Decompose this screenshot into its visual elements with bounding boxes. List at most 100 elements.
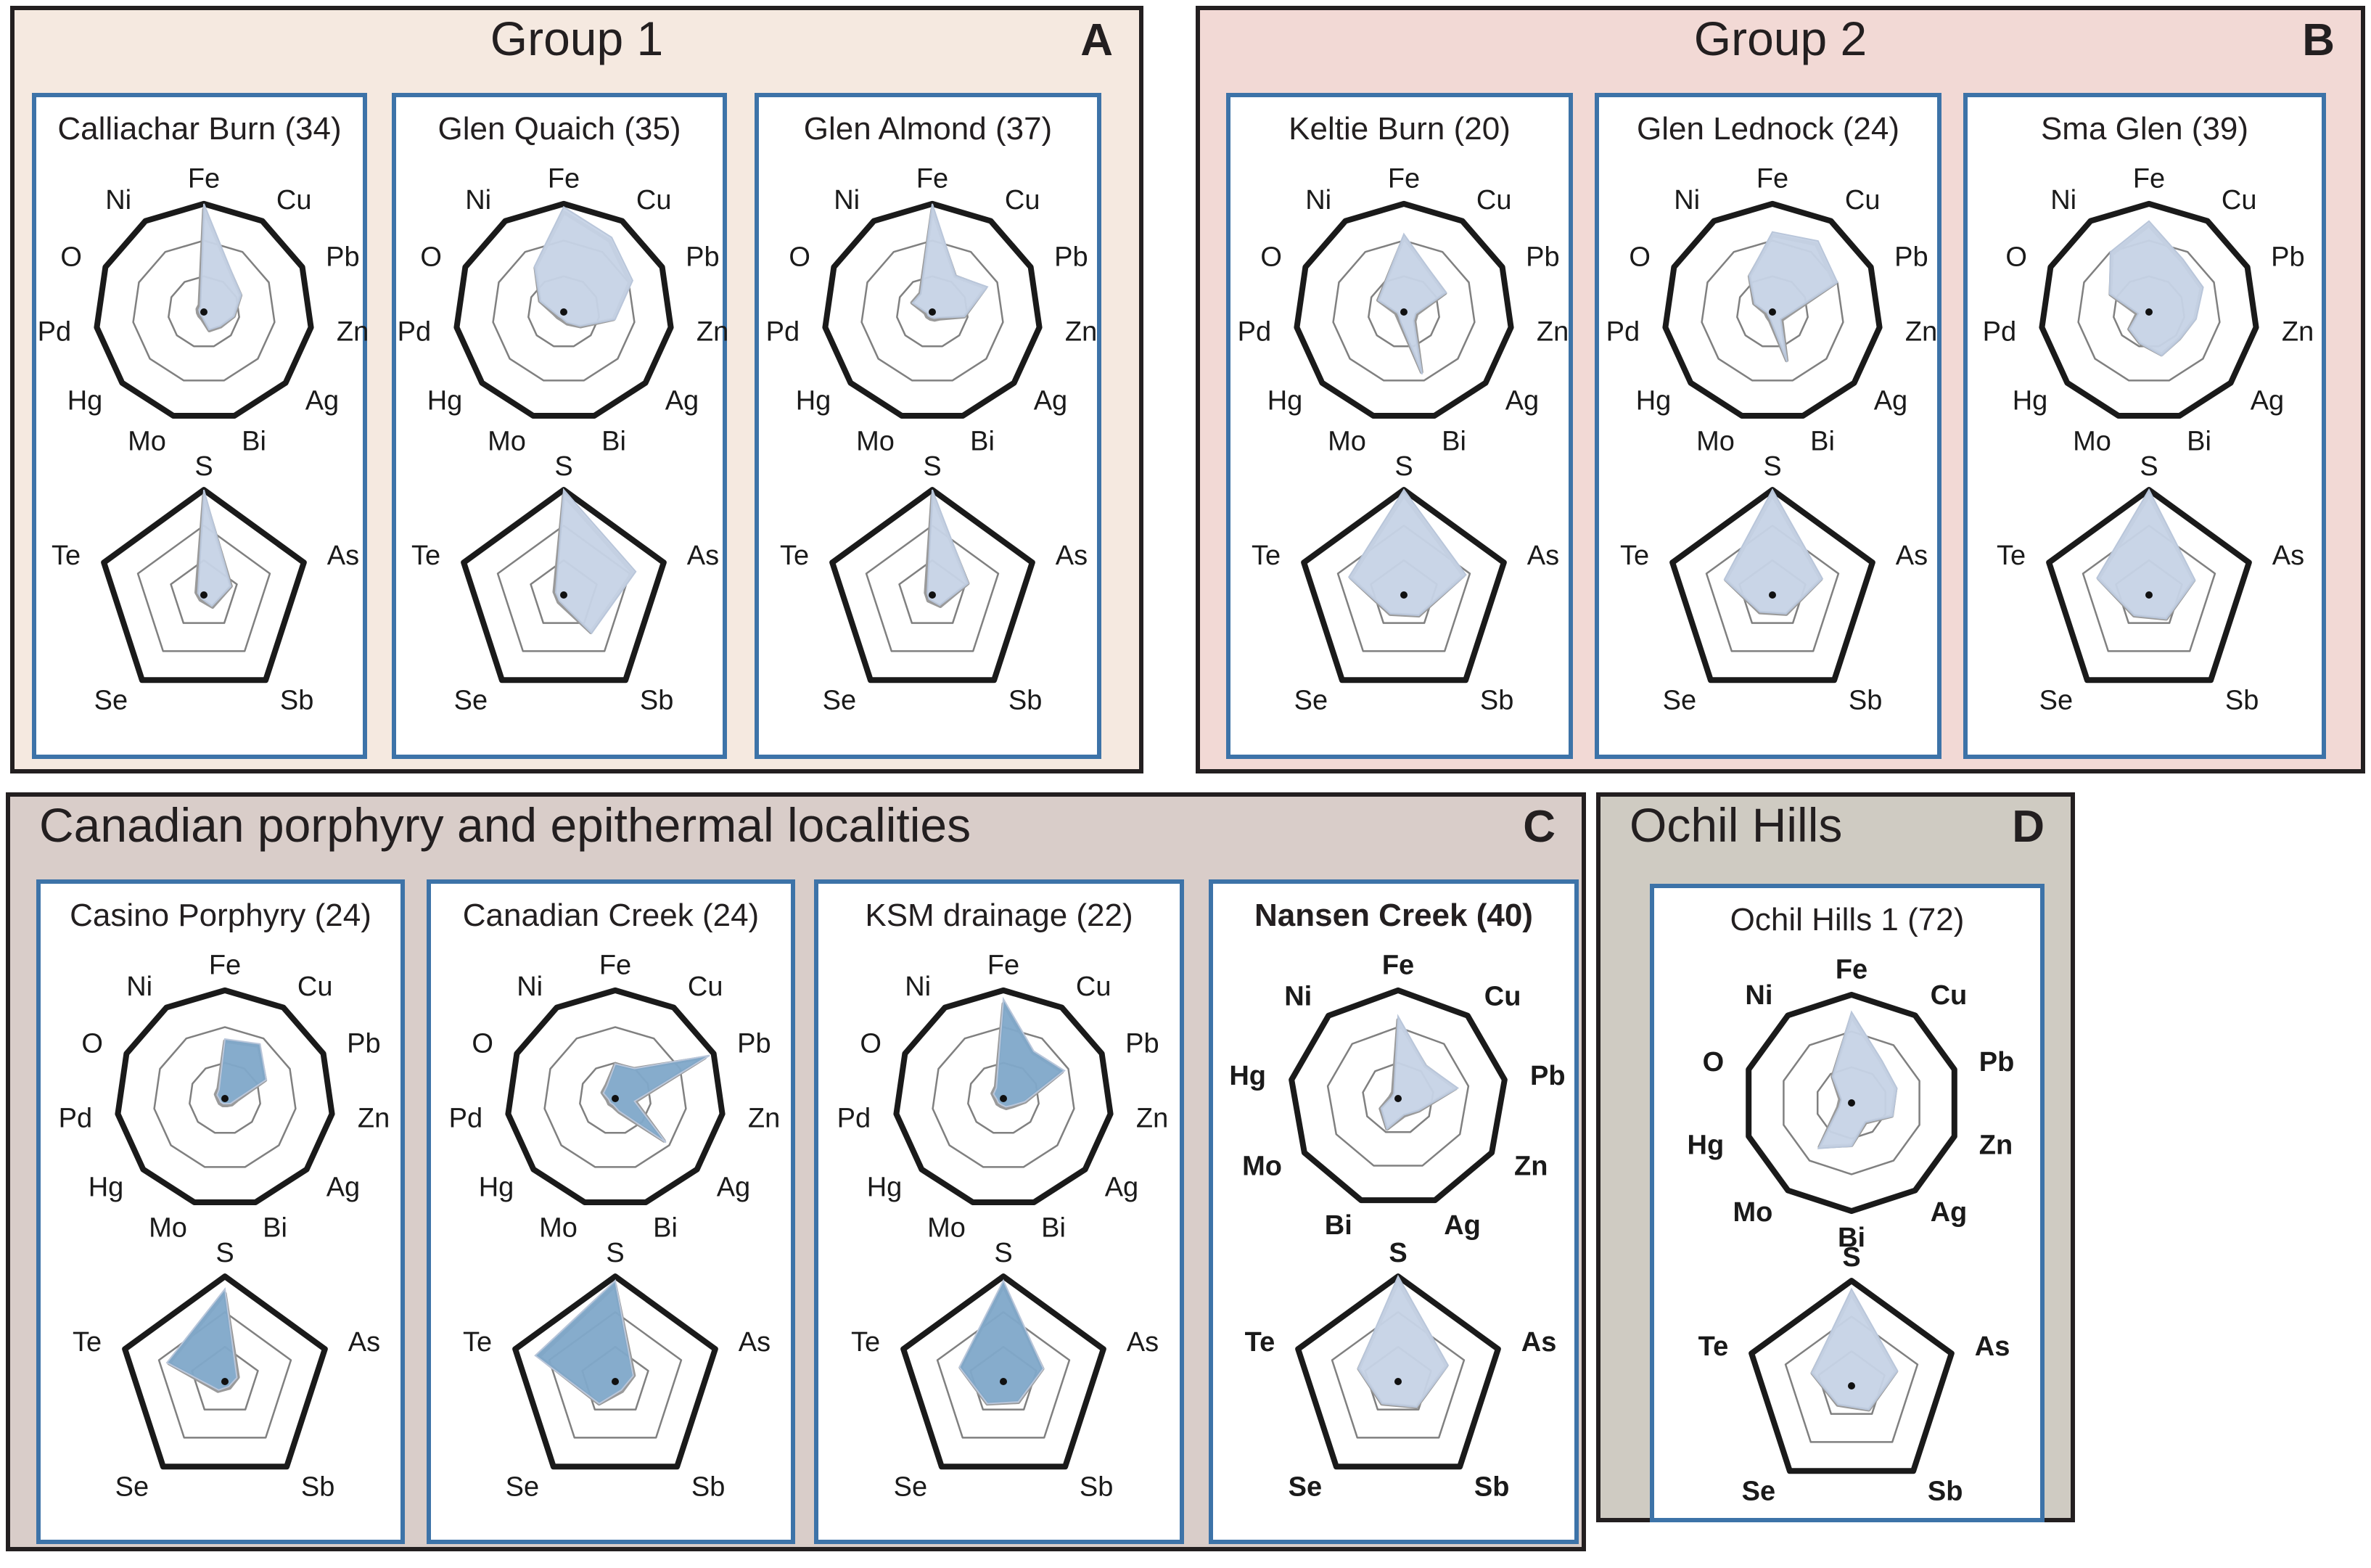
axis-label-te: Te xyxy=(1245,1327,1275,1358)
axis-label-bi: Bi xyxy=(1041,1213,1066,1244)
axis-label-ag: Ag xyxy=(1874,385,1907,416)
axis-label-s: S xyxy=(1389,1238,1407,1268)
axis-label-bi: Bi xyxy=(970,427,995,457)
axis-label-pb: Pb xyxy=(1979,1047,2015,1078)
axis-label-pd: Pd xyxy=(59,1104,92,1134)
axis-label-hg: Hg xyxy=(796,385,831,416)
axis-label-te: Te xyxy=(463,1327,492,1358)
axis-label-as: As xyxy=(2272,541,2304,571)
axis-label-cu: Cu xyxy=(1931,980,1968,1011)
axis-label-se: Se xyxy=(1742,1477,1775,1507)
axis-label-as: As xyxy=(1127,1327,1159,1358)
axis-label-ag: Ag xyxy=(1034,385,1067,416)
axis-label-pb: Pb xyxy=(1530,1061,1566,1091)
axis-label-ag: Ag xyxy=(717,1172,750,1202)
locality-title: Calliachar Burn (34) xyxy=(57,111,342,147)
axis-label-hg: Hg xyxy=(479,1172,514,1202)
axis-label-bi: Bi xyxy=(263,1213,287,1244)
axis-label-hg: Hg xyxy=(867,1172,903,1202)
axis-label-as: As xyxy=(1521,1327,1557,1358)
axis-label-cu: Cu xyxy=(276,185,312,216)
axis-label-s: S xyxy=(606,1238,624,1268)
axis-label-te: Te xyxy=(411,541,440,571)
axis-label-o: O xyxy=(1629,242,1651,273)
axis-label-pb: Pb xyxy=(2271,242,2304,273)
axis-label-as: As xyxy=(348,1327,380,1358)
axis-label-fe: Fe xyxy=(2133,164,2165,194)
axis-label-ni: Ni xyxy=(517,972,543,1002)
locality-title: Sma Glen (39) xyxy=(2040,111,2249,147)
axis-label-ag: Ag xyxy=(2251,385,2284,416)
axis-label-cu: Cu xyxy=(2222,185,2257,216)
axis-label-hg: Hg xyxy=(1688,1130,1725,1160)
axis-label-ni: Ni xyxy=(1305,185,1331,216)
axis-label-cu: Cu xyxy=(1484,982,1521,1012)
axis-label-fe: Fe xyxy=(916,164,948,194)
axis-label-as: As xyxy=(1896,541,1928,571)
axis-label-s: S xyxy=(2140,451,2158,482)
axis-label-s: S xyxy=(1842,1242,1860,1273)
axis-label-se: Se xyxy=(454,686,488,716)
axis-label-mo: Mo xyxy=(1733,1197,1773,1228)
axis-label-te: Te xyxy=(1997,541,2026,571)
axis-label-o: O xyxy=(420,242,442,273)
axis-label-se: Se xyxy=(115,1472,149,1503)
axis-label-ag: Ag xyxy=(326,1172,360,1202)
axis-label-te: Te xyxy=(1620,541,1649,571)
axis-label-zn: Zn xyxy=(748,1104,780,1134)
axis-label-sb: Sb xyxy=(1474,1472,1510,1503)
axis-label-se: Se xyxy=(2039,686,2073,716)
axis-label-o: O xyxy=(1260,242,1282,273)
axis-label-sb: Sb xyxy=(1480,686,1513,716)
axis-label-zn: Zn xyxy=(337,317,369,348)
axis-label-te: Te xyxy=(851,1327,880,1358)
axis-label-pb: Pb xyxy=(1054,242,1088,273)
axis-label-hg: Hg xyxy=(89,1172,124,1202)
axis-label-se: Se xyxy=(823,686,856,716)
axis-label-bi: Bi xyxy=(653,1213,678,1244)
axis-label-ag: Ag xyxy=(665,385,699,416)
axis-label-o: O xyxy=(60,242,82,273)
axis-label-sb: Sb xyxy=(280,686,313,716)
axis-label-mo: Mo xyxy=(539,1213,578,1244)
axis-label-o: O xyxy=(1703,1047,1725,1078)
axis-label-bi: Bi xyxy=(601,427,626,457)
axis-label-as: As xyxy=(1975,1331,2010,1362)
axis-label-zn: Zn xyxy=(1514,1152,1548,1182)
axis-label-ni: Ni xyxy=(2050,185,2076,216)
axis-label-mo: Mo xyxy=(2073,427,2111,457)
axis-label-te: Te xyxy=(73,1327,102,1358)
axis-label-o: O xyxy=(472,1029,493,1059)
axis-label-s: S xyxy=(554,451,572,482)
locality-title: Keltie Burn (20) xyxy=(1289,111,1511,147)
axis-label-bi: Bi xyxy=(1325,1210,1352,1241)
axis-label-zn: Zn xyxy=(1979,1130,2013,1160)
axis-label-o: O xyxy=(860,1029,882,1059)
axis-label-sb: Sb xyxy=(301,1472,334,1503)
axis-label-ni: Ni xyxy=(105,185,131,216)
axis-label-bi: Bi xyxy=(1442,427,1466,457)
axis-label-cu: Cu xyxy=(636,185,672,216)
axis-label-o: O xyxy=(81,1029,103,1059)
